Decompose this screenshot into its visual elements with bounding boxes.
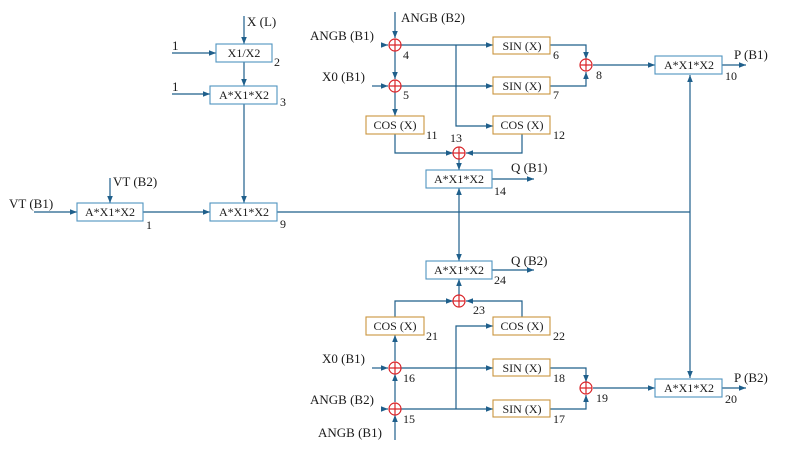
wire-j4-branch-to-b12 (455, 45, 493, 129)
block-1-box (76, 202, 144, 222)
block-24-number: 24 (494, 273, 506, 287)
block-14-number: 14 (494, 184, 506, 198)
block-10-number: 10 (725, 69, 737, 83)
wire-b22-to-j23 (466, 298, 523, 318)
signal-angb-b1-bottom: ANGB (B1) (318, 425, 382, 440)
block-2-box (215, 43, 273, 63)
block-18-label: SIN (X) (503, 361, 542, 375)
block-10-label: A*X1*X2 (664, 58, 714, 72)
block-18-number: 18 (553, 371, 565, 385)
block-2-label: X1/X2 (228, 46, 261, 60)
block-20-box (654, 378, 723, 398)
block-24-box (425, 260, 493, 280)
wire-b21-to-j23 (394, 298, 453, 318)
sum-junction-icon (579, 58, 593, 72)
block-12-number: 12 (553, 128, 565, 142)
block-1-number: 1 (146, 218, 152, 232)
wire-b18-to-j19 (550, 367, 589, 382)
block-7-box (492, 76, 551, 95)
block-18-box (492, 358, 551, 377)
signal-angb-b2-top: ANGB (B2) (401, 10, 465, 25)
block-11-box (365, 115, 425, 135)
wire-b6-to-j8 (550, 44, 589, 59)
sum-junction-icon (579, 381, 593, 395)
block-24-label: A*X1*X2 (434, 263, 484, 277)
wire-b11-to-j13 (394, 134, 453, 156)
block-21-box (365, 316, 425, 336)
signal-one-b: 1 (172, 79, 179, 94)
signal-q-b1: Q (B1) (511, 160, 547, 175)
block-20-number: 20 (725, 392, 737, 406)
block-15-number: 15 (403, 412, 415, 426)
signal-vt-b1: VT (B1) (9, 196, 53, 211)
block-16-number: 16 (403, 371, 415, 385)
wire-b17-to-j19 (550, 395, 589, 410)
signal-angb-b1-top: ANGB (B1) (310, 28, 374, 43)
block-11-number: 11 (426, 128, 438, 142)
block-14-label: A*X1*X2 (434, 172, 484, 186)
block-3-label: A*X1*X2 (219, 88, 269, 102)
block-17-label: SIN (X) (503, 402, 542, 416)
block-9-label: A*X1*X2 (219, 205, 269, 219)
block-1-label: A*X1*X2 (85, 205, 135, 219)
block-10-box (654, 55, 723, 75)
block-19-number: 19 (596, 391, 608, 405)
block-12-box (492, 115, 551, 135)
block-7-number: 7 (553, 88, 559, 102)
block-6-box (492, 36, 551, 55)
signal-angb-b2-bottom: ANGB (B2) (310, 392, 374, 407)
block-22-box (492, 316, 551, 336)
sum-junction-icon (388, 402, 402, 416)
sum-junction-icon (388, 79, 402, 93)
wire-b7-to-j8 (550, 72, 589, 87)
blocks (76, 36, 723, 418)
block-4-number: 4 (403, 48, 409, 62)
signal-xl: X (L) (247, 14, 276, 29)
block-22-number: 22 (553, 329, 565, 343)
sum-junction-icon (388, 361, 402, 375)
block-13-number: 13 (450, 131, 462, 145)
signal-p-b2: P (B2) (734, 370, 768, 385)
sum-junction-icon (388, 38, 402, 52)
sum-junction-icon (452, 146, 466, 160)
wire-b12-to-j13 (466, 134, 523, 156)
sum-junctions (388, 38, 593, 416)
signal-q-b2: Q (B2) (511, 253, 547, 268)
block-6-number: 6 (553, 48, 559, 62)
block-7-label: SIN (X) (503, 79, 542, 93)
block-14-box (425, 169, 493, 189)
wire-j15-branch-to-b22 (455, 323, 493, 409)
block-11-label: COS (X) (373, 118, 416, 132)
block-21-label: COS (X) (373, 319, 416, 333)
block-6-label: SIN (X) (503, 39, 542, 53)
signal-vt-b2: VT (B2) (113, 174, 157, 189)
block-5-number: 5 (403, 88, 409, 102)
block-3-box (209, 85, 278, 105)
signal-one-a: 1 (172, 38, 179, 53)
block-17-box (492, 399, 551, 418)
block-17-number: 17 (553, 412, 565, 426)
signal-p-b1: P (B1) (734, 47, 768, 62)
block-22-label: COS (X) (500, 319, 543, 333)
signal-x0-b1-bottom: X0 (B1) (322, 351, 365, 366)
block-20-label: A*X1*X2 (664, 381, 714, 395)
sum-junction-icon (452, 294, 466, 308)
signal-x0-b1-top: X0 (B1) (322, 69, 365, 84)
block-23-number: 23 (473, 303, 485, 317)
block-3-number: 3 (280, 95, 286, 109)
block-12-label: COS (X) (500, 118, 543, 132)
block-9-box (209, 202, 278, 222)
block-2-number: 2 (274, 55, 280, 69)
block-8-number: 8 (596, 68, 602, 82)
signal-wires (34, 12, 746, 440)
block-21-number: 21 (426, 329, 438, 343)
block-9-number: 9 (280, 217, 286, 231)
